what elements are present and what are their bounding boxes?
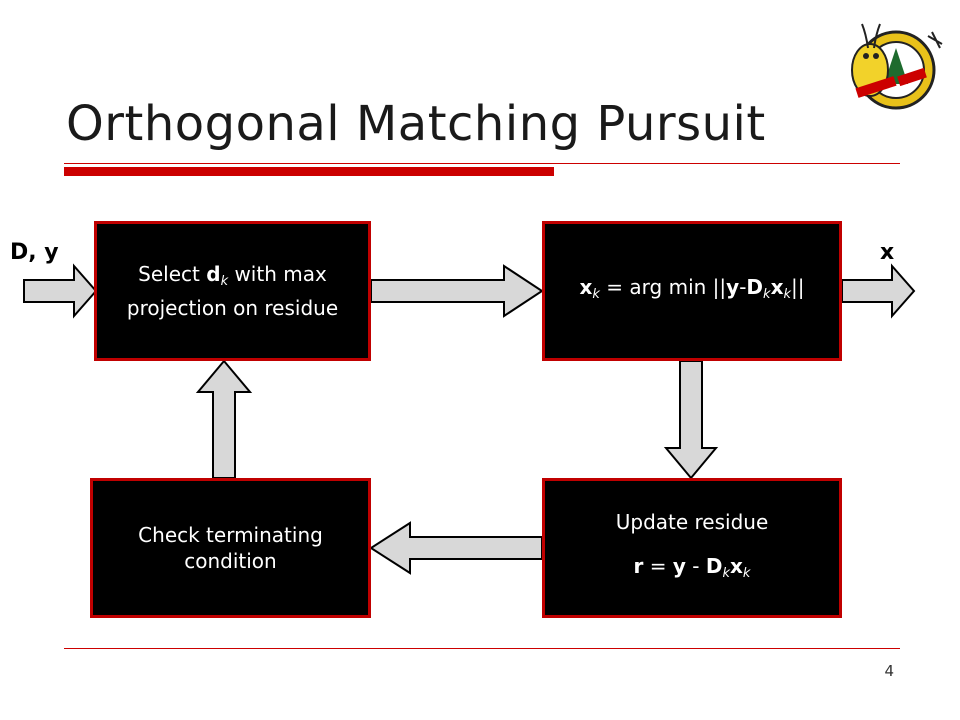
ls-D: D bbox=[746, 275, 764, 300]
select-line2: projection on residue bbox=[126, 295, 339, 320]
title-rule-thick bbox=[64, 167, 554, 176]
page-number: 4 bbox=[884, 662, 894, 680]
footer-rule bbox=[64, 648, 900, 649]
input-label: D, y bbox=[10, 240, 59, 265]
upd-minus: - bbox=[685, 554, 706, 579]
upd-y: y bbox=[672, 554, 686, 579]
output-label: x bbox=[880, 240, 895, 265]
upd-eq: = bbox=[643, 554, 673, 579]
select-text: Select bbox=[138, 262, 207, 287]
least-squares-box: xk = arg min ||y-Dkxk|| bbox=[542, 221, 842, 361]
select-suffix: with max bbox=[228, 262, 327, 287]
select-line1: Select dk with max bbox=[138, 261, 327, 295]
ls-x: x bbox=[579, 275, 593, 300]
ls-dash: - bbox=[739, 275, 747, 300]
output-arrow bbox=[841, 263, 916, 319]
update-equation: r = y - Dkxk bbox=[634, 553, 751, 587]
update-residue-box: Update residue r = y - Dkxk bbox=[542, 478, 842, 618]
atom-var: d bbox=[206, 262, 221, 287]
title-rule-thin bbox=[64, 163, 900, 164]
update-line1: Update residue bbox=[615, 510, 769, 535]
ls-text: = arg min || bbox=[599, 275, 727, 300]
ls-close: || bbox=[791, 275, 805, 300]
upd-r: r bbox=[633, 554, 644, 579]
upd-D: D bbox=[705, 554, 723, 579]
check-termination-box: Check terminating condition bbox=[90, 478, 371, 618]
check-line2: condition bbox=[184, 549, 277, 573]
ls-D-sub: k bbox=[763, 286, 771, 302]
input-arrow bbox=[23, 263, 98, 319]
university-logo bbox=[851, 23, 943, 110]
select-atom-box: Select dk with max projection on residue bbox=[94, 221, 371, 361]
select-to-ls-arrow bbox=[370, 264, 544, 318]
upd-x-sub: k bbox=[742, 565, 751, 581]
upd-x: x bbox=[730, 554, 743, 579]
ls-x2-sub: k bbox=[783, 286, 791, 302]
ls-equation: xk = arg min ||y-Dkxk|| bbox=[580, 274, 805, 308]
upd-D-sub: k bbox=[722, 565, 731, 581]
ls-x2: x bbox=[770, 275, 784, 300]
ls-sub: k bbox=[592, 286, 600, 302]
atom-sub: k bbox=[220, 273, 229, 289]
ls-y: y bbox=[726, 275, 740, 300]
page-title: Orthogonal Matching Pursuit bbox=[66, 96, 766, 152]
check-line1: Check terminating bbox=[138, 523, 323, 547]
check-to-select-arrow bbox=[195, 359, 253, 479]
ls-to-update-arrow bbox=[663, 360, 719, 480]
update-to-check-arrow bbox=[369, 521, 543, 575]
